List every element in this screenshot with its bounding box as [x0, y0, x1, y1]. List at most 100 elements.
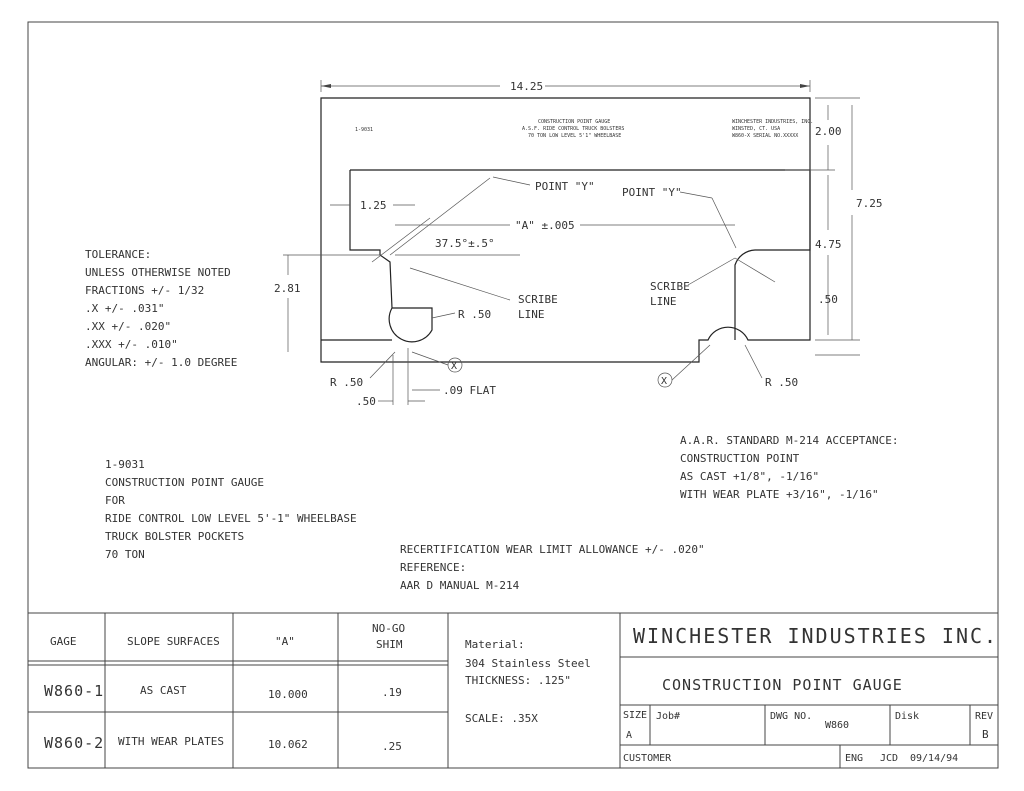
aar-note: A.A.R. STANDARD M-214 ACCEPTANCE: CONSTR…: [680, 434, 899, 501]
rev-label: REV: [975, 711, 993, 722]
gauge-outline: [320, 97, 811, 363]
leader-radius: [744, 344, 763, 379]
label-scribe-right-1: SCRIBE: [650, 280, 690, 293]
tolerance-note: TOLERANCE: UNLESS OTHERWISE NOTED FRACTI…: [85, 248, 237, 369]
engraved-title-3: 70 TON LOW LEVEL 5'1" WHEELBASE: [528, 133, 621, 139]
note-line: TOLERANCE:: [85, 248, 151, 261]
note-line: AS CAST +1/8", -1/16": [680, 470, 819, 483]
note-line: .X +/- .031": [85, 302, 164, 315]
note-line: CONSTRUCTION POINT GAUGE: [105, 476, 264, 489]
note-line: RIDE CONTROL LOW LEVEL 5'-1" WHEELBASE: [105, 512, 357, 525]
material-label: Material:: [465, 638, 525, 651]
label-small-50: .50: [356, 395, 376, 408]
eng-value: JCD: [880, 753, 898, 764]
engraved-title-1: CONSTRUCTION POINT GAUGE: [538, 119, 610, 125]
x-marker-right: X: [661, 376, 667, 387]
leader-point-y-right: [711, 197, 737, 249]
table-header-gage: GAGE: [50, 635, 77, 648]
note-line: RECERTIFICATION WEAR LIMIT ALLOWANCE +/-…: [400, 543, 705, 556]
scribe-right-line: [734, 257, 776, 283]
eng-label: ENG: [845, 753, 863, 764]
job-label: Job#: [656, 711, 680, 722]
note-line: FOR: [105, 494, 125, 507]
angle-line: [389, 177, 491, 256]
table-row2-a: 10.062: [268, 738, 308, 751]
label-radius-left-inner: R .50: [458, 308, 491, 321]
table-row1-shim: .19: [382, 686, 402, 699]
dim-height-281: 2.81: [274, 282, 301, 295]
note-line: CONSTRUCTION POINT: [680, 452, 800, 465]
dim-angle: 37.5°±.5°: [435, 237, 495, 250]
size-label: SIZE: [623, 710, 647, 721]
engraved-maker-1: WINCHESTER INDUSTRIES, INC.: [732, 119, 813, 125]
label-scribe-right-2: LINE: [650, 295, 677, 308]
engraved-maker-3: W860-X SERIAL NO.XXXXX: [732, 133, 798, 139]
note-line: REFERENCE:: [400, 561, 466, 574]
dim-overall-width: 14.25: [510, 80, 543, 93]
sheet-border: [27, 21, 999, 769]
material-scale: SCALE: .35X: [465, 712, 538, 725]
description-note: 1-9031 CONSTRUCTION POINT GAUGE FOR RIDE…: [105, 458, 357, 561]
gauge-inner-cutout: [350, 169, 811, 340]
customer-label: CUSTOMER: [623, 753, 672, 764]
dim-left-step: 1.25: [360, 199, 387, 212]
note-line: AAR D MANUAL M-214: [400, 579, 520, 592]
angle-line: [371, 217, 431, 263]
table-header-shim: SHIM: [376, 638, 403, 651]
table-header-slope: SLOPE SURFACES: [127, 635, 220, 648]
dwg-value: W860: [825, 720, 849, 731]
size-value: A: [626, 730, 632, 741]
dim-right-small: .50: [818, 293, 838, 306]
label-flat: .09 FLAT: [443, 384, 496, 397]
table-row1-slope: AS CAST: [140, 684, 187, 697]
leader-point-y-right: [679, 191, 713, 199]
note-line: ANGULAR: +/- 1.0 DEGREE: [85, 356, 237, 369]
leader-x: [671, 344, 711, 381]
label-point-y-right: POINT "Y": [622, 186, 682, 199]
table-header-a: "A": [275, 635, 295, 648]
table-row1-a: 10.000: [268, 688, 308, 701]
material-thickness: THICKNESS: .125": [465, 674, 571, 687]
note-line: 1-9031: [105, 458, 145, 471]
table-row2-shim: .25: [382, 740, 402, 753]
label-scribe-left-2: LINE: [518, 308, 545, 321]
dim-a: "A" ±.005: [515, 219, 575, 232]
leader-radius: [431, 312, 456, 319]
dim-overall-height: 7.25: [856, 197, 883, 210]
label-scribe-left-1: SCRIBE: [518, 293, 558, 306]
dim-top-band: 2.00: [815, 125, 842, 138]
leader-scribe-left: [409, 267, 511, 301]
rev-value: B: [982, 728, 989, 741]
label-point-y-left: POINT "Y": [535, 180, 595, 193]
note-line: WITH WEAR PLATE +3/16", -1/16": [680, 488, 879, 501]
arrowhead: [800, 84, 810, 88]
note-line: UNLESS OTHERWISE NOTED: [85, 266, 231, 279]
arrowhead: [321, 84, 331, 88]
gauge-left-pocket: [349, 170, 433, 343]
label-radius-right: R .50: [765, 376, 798, 389]
table-header-nogo: NO-GO: [372, 622, 405, 635]
table-row1-gage: W860-1: [44, 682, 104, 700]
date-value: 09/14/94: [910, 753, 958, 764]
engraved-part-no: 1-9031: [355, 127, 373, 133]
company-name: WINCHESTER INDUSTRIES INC.: [633, 624, 998, 648]
material-value: 304 Stainless Steel: [465, 657, 591, 670]
dwg-label: DWG NO.: [770, 711, 812, 722]
table-row2-slope: WITH WEAR PLATES: [118, 735, 224, 748]
leader-radius: [369, 351, 396, 379]
note-line: TRUCK BOLSTER POCKETS: [105, 530, 244, 543]
label-radius-left-outer: R .50: [330, 376, 363, 389]
note-line: FRACTIONS +/- 1/32: [85, 284, 204, 297]
note-line: .XX +/- .020": [85, 320, 171, 333]
leader-scribe-right: [687, 257, 736, 286]
note-line: 70 TON: [105, 548, 145, 561]
engraved-title-2: A.S.F. RIDE CONTROL TRUCK BOLSTERS: [522, 126, 624, 132]
disk-label: Disk: [895, 711, 919, 722]
recert-note: RECERTIFICATION WEAR LIMIT ALLOWANCE +/-…: [400, 543, 705, 592]
drawing-title: CONSTRUCTION POINT GAUGE: [662, 676, 903, 694]
note-line: A.A.R. STANDARD M-214 ACCEPTANCE:: [680, 434, 899, 447]
table-row2-gage: W860-2: [44, 734, 104, 752]
dim-inner-height: 4.75: [815, 238, 842, 251]
leader-point-y-left: [492, 176, 531, 186]
note-line: .XXX +/- .010": [85, 338, 178, 351]
